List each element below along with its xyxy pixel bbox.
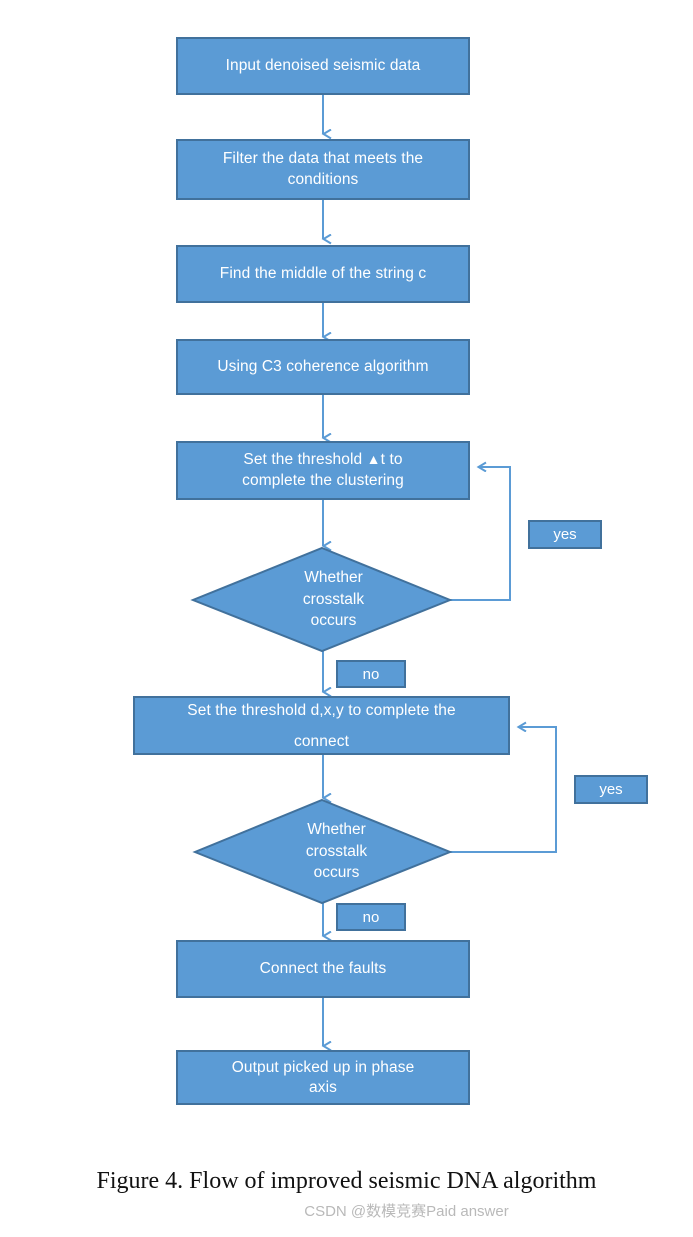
figure-caption: Figure 4. Flow of improved seismic DNA a… bbox=[96, 1168, 597, 1194]
node-input-denoised-seismic-data[interactable]: Input denoised seismic data bbox=[176, 37, 470, 95]
edge-label-text: no bbox=[362, 665, 380, 683]
edge-label-text: yes bbox=[599, 781, 623, 798]
watermark-text: CSDN @数模竞赛Paid answer bbox=[304, 1203, 509, 1220]
node-label-group: Set the threshold d,x,y to complete the … bbox=[187, 695, 455, 757]
connector-d1-yes-loop bbox=[450, 467, 511, 601]
node-label-line2: connect bbox=[293, 732, 349, 750]
edge-label-no-1[interactable]: no bbox=[336, 660, 406, 688]
flowchart-connectors bbox=[190, 95, 557, 1130]
edge-label-no-2[interactable]: no bbox=[336, 903, 406, 931]
decision-label-line1: Whether bbox=[307, 820, 366, 838]
connector-d2-yes-loop bbox=[450, 727, 557, 853]
node-label-line2: conditions bbox=[287, 170, 359, 188]
threshold-text-prefix: Set the threshold bbox=[243, 451, 367, 469]
decision-label-line2: crosstalk bbox=[305, 842, 368, 860]
edge-label-yes-1[interactable]: yes bbox=[528, 520, 602, 549]
decision-diamond-2 bbox=[192, 798, 453, 905]
node-find-the-middle-of-the-string[interactable]: Find the middle of the string c bbox=[176, 245, 470, 303]
node-label-line1: Set the threshold d,x,y to complete the bbox=[187, 701, 456, 719]
decision-whether-crosstalk-occurs-1[interactable]: Whether crosstalk occurs bbox=[193, 548, 450, 651]
threshold-text-suffix: t to bbox=[380, 451, 403, 469]
decision-label-line1: Whether bbox=[304, 568, 363, 586]
node-label-line1: Set the threshold ▲t to bbox=[242, 450, 404, 470]
node-label-group: Filter the data that meets the condition… bbox=[223, 149, 423, 190]
node-using-c3-coherence-algorithm[interactable]: Using C3 coherence algorithm bbox=[176, 339, 470, 395]
node-connect-the-faults[interactable]: Connect the faults bbox=[176, 940, 470, 998]
node-output-picked-up-in-phase-axis[interactable]: Output picked up in phase axis bbox=[176, 1050, 470, 1105]
node-label: Using C3 coherence algorithm bbox=[217, 357, 429, 375]
node-label-line1: Filter the data that meets the bbox=[222, 150, 424, 168]
node-filter-the-data[interactable]: Filter the data that meets the condition… bbox=[176, 139, 470, 200]
decision-label-group: Whether crosstalk occurs bbox=[193, 548, 462, 651]
delta-triangle-icon: ▲ bbox=[366, 451, 381, 468]
node-label: Find the middle of the string c bbox=[219, 264, 427, 282]
node-label: Input denoised seismic data bbox=[225, 56, 421, 74]
node-label-line2: complete the clustering bbox=[242, 471, 404, 489]
node-set-threshold-delta-t[interactable]: Set the threshold ▲t to complete the clu… bbox=[176, 441, 470, 500]
decision-whether-crosstalk-occurs-2[interactable]: Whether crosstalk occurs bbox=[195, 800, 450, 903]
edge-label-text: yes bbox=[553, 526, 577, 543]
node-label-group: Output picked up in phase axis bbox=[232, 1058, 415, 1099]
node-set-threshold-dxy[interactable]: Set the threshold d,x,y to complete the … bbox=[133, 696, 510, 755]
decision-diamond-1 bbox=[190, 546, 453, 653]
decision-label-line3: occurs bbox=[310, 612, 357, 630]
edge-label-text: no bbox=[362, 908, 380, 926]
decision-label-group: Whether crosstalk occurs bbox=[195, 800, 464, 903]
node-label-line2: axis bbox=[309, 1079, 337, 1097]
decision-label-line3: occurs bbox=[313, 864, 360, 882]
decision-label-line2: crosstalk bbox=[302, 590, 365, 608]
node-label: Connect the faults bbox=[259, 959, 387, 977]
node-label-group: Set the threshold ▲t to complete the clu… bbox=[242, 450, 404, 491]
edge-label-yes-2[interactable]: yes bbox=[574, 775, 648, 804]
node-label-line1: Output picked up in phase bbox=[231, 1059, 415, 1076]
